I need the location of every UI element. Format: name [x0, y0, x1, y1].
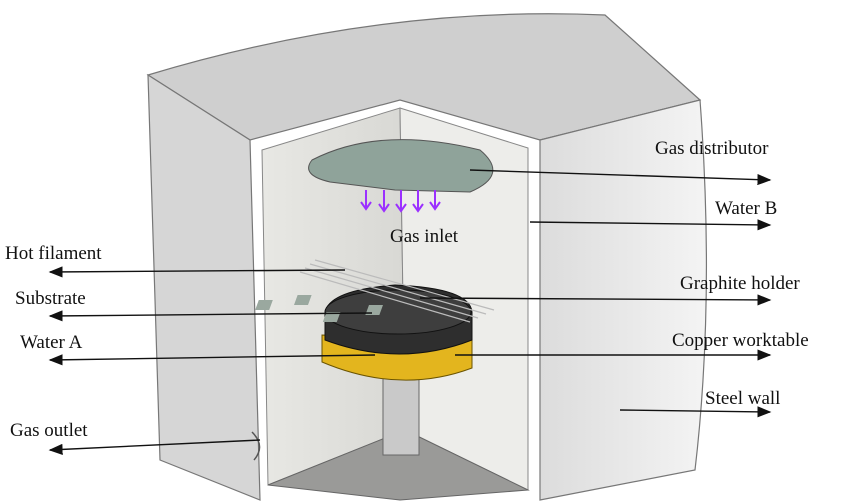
hot-filament	[299, 259, 495, 323]
substrates	[255, 295, 383, 322]
label-substrate: Substrate	[15, 288, 86, 309]
label-hot-filament: Hot filament	[5, 243, 102, 264]
label-gas-distributor: Gas distributor	[655, 138, 769, 159]
label-steel-wall: Steel wall	[705, 388, 781, 409]
label-water-b: Water B	[715, 198, 778, 219]
label-gas-outlet: Gas outlet	[10, 420, 88, 441]
steel-wall-body	[146, 13, 708, 501]
gas-distributor	[308, 139, 494, 193]
label-graphite-holder: Graphite holder	[680, 273, 800, 294]
label-gas-inlet: Gas inlet	[390, 226, 459, 247]
gas-inlet-arrows	[360, 190, 441, 213]
label-copper-worktable: Copper worktable	[672, 330, 809, 351]
leader-arrows	[48, 169, 772, 455]
label-water-a: Water A	[20, 332, 83, 353]
